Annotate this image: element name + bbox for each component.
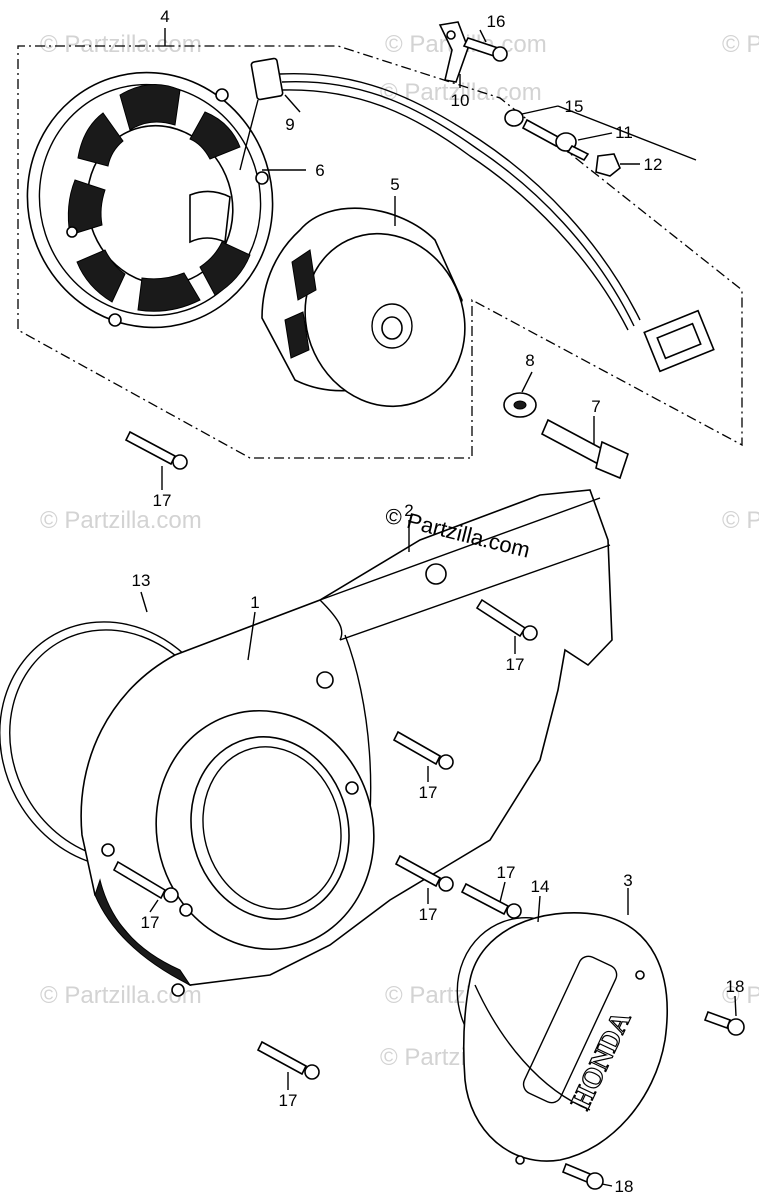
wire-clamp-10 — [438, 21, 469, 83]
stator-coils — [67, 84, 251, 312]
screw-17-loose — [460, 882, 522, 919]
stator-assembly — [26, 71, 274, 329]
callout-4: 4 — [160, 7, 169, 26]
crankcase-cover-1 — [80, 489, 613, 997]
callout-15: 15 — [565, 97, 584, 116]
washer-8 — [503, 392, 537, 418]
nut-12 — [595, 153, 621, 177]
watermark: © Partzilla.com — [40, 507, 202, 534]
screw-16 — [462, 37, 508, 62]
callout-13: 13 — [132, 571, 151, 590]
callout-14: 14 — [531, 877, 550, 896]
watermark: © Partzilla.com — [40, 31, 202, 58]
collar-15 — [504, 109, 524, 127]
watermark: © Partzilla.com — [722, 31, 759, 58]
callout-11: 11 — [615, 123, 633, 142]
callout-3: 3 — [623, 871, 632, 890]
callout-10: 10 — [451, 91, 470, 110]
callout-17: 17 — [419, 905, 438, 924]
callouts: 4 16 10 15 11 12 9 6 5 8 7 17 2 13 1 17 … — [132, 7, 745, 1196]
screw-17-stator — [124, 430, 188, 470]
callout-9: 9 — [285, 115, 294, 134]
rotor-flywheel — [261, 207, 466, 408]
callout-12: 12 — [644, 155, 663, 174]
bolt-7 — [540, 418, 629, 480]
callout-17: 17 — [279, 1091, 298, 1110]
leader-lines — [140, 28, 737, 1187]
callout-17: 17 — [153, 491, 172, 510]
callout-17: 17 — [419, 783, 438, 802]
callout-16: 16 — [487, 12, 506, 31]
wiring-harness — [239, 57, 715, 373]
point-cover-3: HONDA — [463, 912, 668, 1165]
callout-17: 17 — [497, 863, 516, 882]
callout-6: 6 — [315, 161, 324, 180]
callout-17: 17 — [506, 655, 525, 674]
callout-5: 5 — [390, 175, 399, 194]
callout-7: 7 — [591, 397, 600, 416]
callout-1: 1 — [250, 593, 259, 612]
screw-17-cover-d — [112, 860, 179, 903]
screw-17-cover-a — [475, 598, 538, 641]
callout-18: 18 — [615, 1177, 634, 1196]
pin-11 — [521, 118, 590, 162]
watermark: © Partzilla.com — [380, 79, 542, 106]
screw-17-bottom — [256, 1040, 320, 1080]
screw-17-cover-c — [394, 854, 454, 892]
callout-2: 2 — [404, 501, 413, 520]
screw-17-cover-b — [392, 730, 454, 770]
callout-18: 18 — [726, 977, 745, 996]
screw-18-top — [703, 1010, 745, 1036]
screw-18-bottom — [561, 1162, 604, 1190]
callout-17: 17 — [141, 913, 160, 932]
watermark: © Partzilla.com — [722, 982, 759, 1009]
callout-8: 8 — [525, 351, 534, 370]
watermark: © Partzilla.com — [722, 507, 759, 534]
